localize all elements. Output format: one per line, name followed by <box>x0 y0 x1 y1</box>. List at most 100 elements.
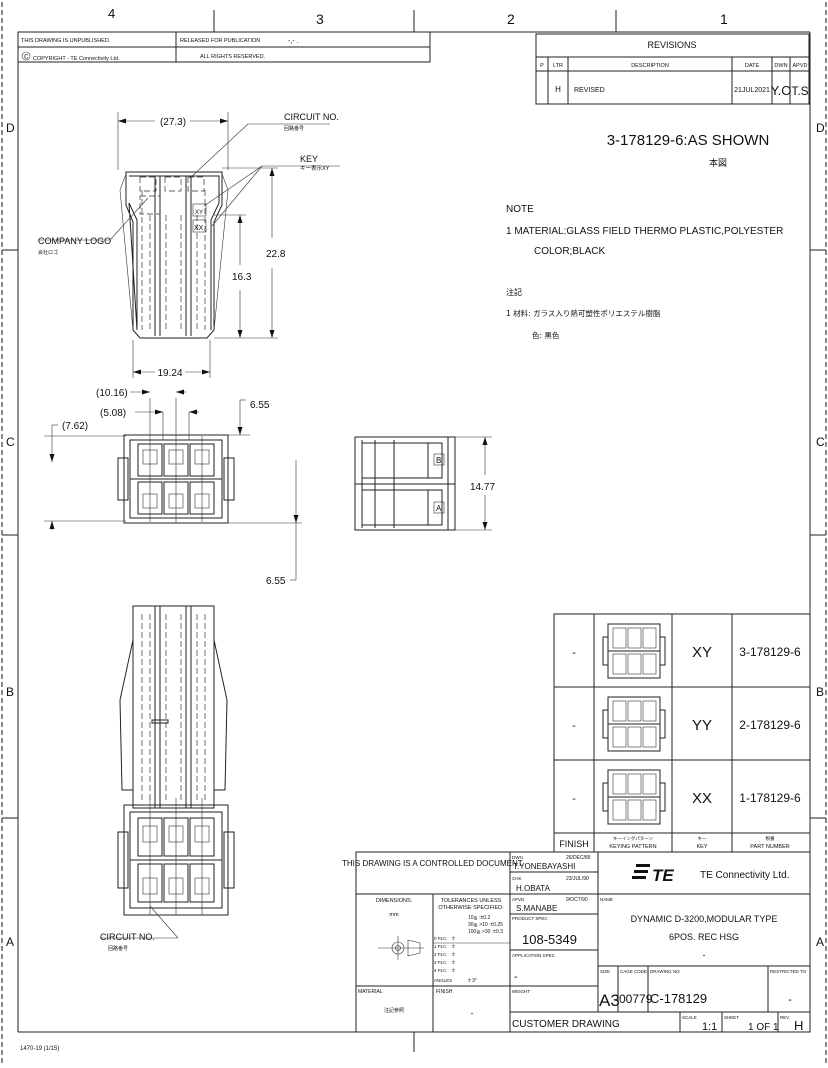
weight-label: WEIGHT <box>512 989 530 994</box>
tolerance-pm: ± <box>452 968 455 974</box>
zone-label: D <box>6 121 15 135</box>
application-spec-label: APPLICATION SPEC <box>512 953 556 958</box>
chk-date: 23/JUL/90 <box>566 876 589 882</box>
revisions-table <box>535 33 810 105</box>
front-view-dimensions <box>117 112 278 378</box>
variants-part-header-jp: 製番 <box>766 835 775 842</box>
variant-part-number: 3-178129-6 <box>739 645 801 659</box>
rev-date: 21JUL2021 <box>734 87 770 94</box>
angles-label: ANGLES <box>434 978 452 983</box>
tolerance-2: 30≧ >10 :±0.25 <box>468 922 503 928</box>
zone-label: C <box>816 435 825 449</box>
dim-width-bottom: 19.24 <box>157 368 182 379</box>
rev-header-description: DESCRIPTION <box>631 63 669 69</box>
zone-label: 4 <box>108 6 115 21</box>
dim-offset-top: 6.55 <box>250 400 270 411</box>
rev-ltr: H <box>555 85 561 94</box>
note-title: NOTE <box>506 204 534 215</box>
note-title-jp: 注記 <box>506 287 522 297</box>
sheet-label: SHEET <box>724 1015 739 1020</box>
tolerance-pm: ± <box>452 944 455 950</box>
front-view-key-mark: XY <box>195 210 203 216</box>
te-logo-icon <box>632 864 650 879</box>
tolerance-pm: ± <box>452 936 455 942</box>
tolerance-pm: ± <box>452 952 455 958</box>
apvd-date: 9/OCT/90 <box>566 897 588 903</box>
chk-name: H.OBATA <box>516 884 551 893</box>
copyright-c: C <box>24 55 29 61</box>
name-label: NAME <box>600 897 613 902</box>
revisions-title: REVISIONS <box>647 40 696 50</box>
variants-keying-header: KEYING PATTERN <box>609 844 656 850</box>
callout-key: KEY <box>300 154 318 164</box>
zone-label: A <box>816 935 824 949</box>
callout-circuit-no-jp: 回路番号 <box>284 125 304 132</box>
plan-view <box>117 434 235 524</box>
drawing-number: C-178129 <box>650 991 707 1006</box>
variants-part-header: PART NUMBER <box>750 844 789 850</box>
rev-value: H <box>794 1018 803 1033</box>
header-block <box>17 31 431 63</box>
side-view-mark-b: B <box>436 456 441 465</box>
tolerance-1: 10≧ :±0.2 <box>468 915 490 921</box>
note-line-1-jp: 1 材料: ガラス入り熱可塑性ポリエステル樹脂 <box>506 308 661 318</box>
copyright-icon <box>21 51 31 61</box>
side-view-mark-a: A <box>436 504 442 513</box>
part-name-line-3: - <box>703 950 706 960</box>
chk-label: CHK <box>512 876 522 881</box>
variants-key-header-jp: キー <box>698 837 707 842</box>
rev-header-apvd: APVD <box>793 63 808 69</box>
customer-drawing: CUSTOMER DRAWING <box>512 1019 620 1030</box>
variant-key: XY <box>692 644 712 661</box>
copyright-note: COPYRIGHT - TE Connectivity Ltd. <box>33 56 120 62</box>
dim-height-total: 22.8 <box>266 249 286 260</box>
material-value: 注記参照 <box>384 1007 404 1014</box>
callout-key-jp: キー表示XY <box>300 164 330 172</box>
drawing-no-label: DRAWING NO <box>650 969 680 974</box>
rev-apvd: T.S <box>791 84 808 98</box>
tolerances-title-2: OTHERWISE SPECIFIED: <box>438 905 504 911</box>
variant-finish: - <box>572 720 576 732</box>
dim-pitch-b: (5.08) <box>100 408 126 419</box>
sheet-value: 1 OF 1 <box>748 1022 779 1033</box>
rev-header-ltr: LTR <box>553 63 563 69</box>
rear-view <box>119 605 228 809</box>
variant-thumbnail-xx <box>602 769 666 825</box>
rights-note: ALL RIGHTS RESERVED. <box>200 54 266 60</box>
bottom-plan-view <box>100 798 235 939</box>
dwn-date: 26/DEC/89 <box>566 855 591 861</box>
part-name-line-2: 6POS. REC HSG <box>669 932 739 942</box>
unpublished-note: THIS DRAWING IS UNPUBLISHED. <box>21 38 111 44</box>
side-view <box>354 436 456 531</box>
variants-key-header: KEY <box>696 844 707 850</box>
callout-circuit-no-bottom-jp: 回路番号 <box>108 945 128 952</box>
zone-label: 3 <box>316 11 324 27</box>
dim-pitch-c: (7.62) <box>62 421 88 432</box>
tolerance-plc: 3 PLC <box>434 960 447 965</box>
angles-value: ± 3° <box>468 978 477 984</box>
variant-finish: - <box>572 793 576 805</box>
part-name-line-1: DYNAMIC D-3200,MODULAR TYPE <box>631 914 778 924</box>
front-view-key-mark: XX <box>194 225 204 232</box>
note-line-1: 1 MATERIAL:GLASS FIELD THERMO PLASTIC,PO… <box>506 226 783 237</box>
callout-company-logo: COMPANY LOGO <box>38 236 111 246</box>
note-line-2: COLOR;BLACK <box>534 246 605 257</box>
zone-label: 1 <box>720 11 728 27</box>
zone-label: A <box>6 935 14 949</box>
variants-keying-header-jp: キーイングパターン <box>613 835 654 842</box>
plan-view-dimensions <box>44 389 302 581</box>
rev-header-date: DATE <box>745 63 760 69</box>
zone-label: C <box>6 435 15 449</box>
material-label: MATERIAL <box>358 989 383 995</box>
variant-thumbnail-xy <box>602 623 666 679</box>
variant-finish: - <box>572 647 576 659</box>
tolerance-3: 100≧ >30 :±0.3 <box>468 929 503 935</box>
apvd-label: APVD <box>512 897 525 902</box>
product-spec-label: PRODUCT SPEC <box>512 916 548 921</box>
tolerance-plc: 2 PLC <box>434 952 447 957</box>
variant-part-number: 1-178129-6 <box>739 791 801 805</box>
dim-pitch-a: (10.16) <box>96 388 128 399</box>
restricted-value: - <box>788 994 792 1006</box>
